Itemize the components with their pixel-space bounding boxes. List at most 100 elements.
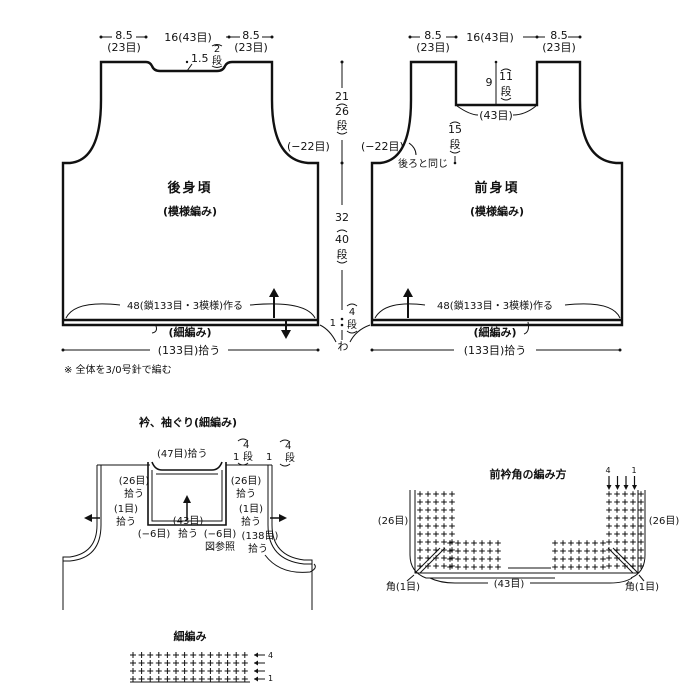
front-left-shoulder-stitches: (23目) [416, 41, 450, 54]
stitch-symbol [487, 556, 493, 562]
stitch-symbol [471, 556, 477, 562]
stitch-symbol [425, 507, 431, 513]
stitch-symbol [606, 515, 612, 521]
stitch-symbol [614, 563, 620, 569]
front-cast-on: 48(鎖133目・3模様)作る [437, 299, 553, 312]
stitch-symbol [552, 564, 558, 570]
stitch-symbol [576, 564, 582, 570]
collar-rows-unit: 段 [243, 450, 253, 463]
stitch-symbol [638, 531, 644, 537]
stitch-symbol [614, 539, 620, 545]
stitch-symbol [241, 668, 248, 674]
stitch-symbol [455, 548, 461, 554]
stitch-symbol [441, 547, 447, 553]
stitch-symbol [417, 555, 423, 561]
stitch-symbol [155, 660, 162, 666]
stitch-symbol [425, 563, 431, 569]
stitch-symbol [606, 547, 612, 553]
stitch-symbol [449, 499, 455, 505]
back-left-shoulder-stitches: (23目) [107, 41, 141, 54]
stitch-symbol [495, 540, 501, 546]
stitch-symbol [417, 491, 423, 497]
stitch-symbol [417, 507, 423, 513]
stitch-symbol [417, 515, 423, 521]
corner-left-stitches: (26目) [378, 516, 409, 527]
armhole-height: 21 [335, 90, 349, 103]
armhole-edge-rows-unit: 段 [285, 451, 295, 464]
stitch-symbol [463, 556, 469, 562]
stitch-symbol [622, 563, 628, 569]
stitch-symbol [173, 652, 179, 658]
stitch-symbol [173, 660, 179, 666]
stitch-symbol [190, 660, 197, 666]
stitch-symbol [441, 499, 447, 505]
stitch-symbol [606, 563, 612, 569]
stitch-symbol [552, 548, 558, 554]
stitch-symbol [216, 668, 222, 674]
stitch-symbol [198, 676, 205, 682]
stitch-symbol [622, 539, 628, 545]
stitch-symbol [425, 531, 431, 537]
stitch-symbol [417, 499, 423, 505]
front-body-stitch: (模様編み) [470, 204, 524, 218]
stitch-symbol [433, 555, 439, 561]
row-arrows [606, 476, 637, 490]
stitch-symbol [207, 652, 214, 658]
stitch-symbol [638, 539, 644, 545]
stitch-symbol [560, 548, 566, 554]
stitch-symbol [130, 652, 136, 658]
stitch-symbol [164, 652, 171, 658]
back-body-title: 後身頃 [167, 180, 212, 196]
stitch-symbol [606, 555, 612, 561]
stitch-symbol [638, 491, 644, 497]
stitch-symbol [173, 668, 179, 674]
front-left-shoulder-width: 8.5 [424, 29, 442, 42]
collar-top-pickup: (47目)拾う [157, 447, 208, 460]
collar-right-corner-stitch: (1目) [239, 504, 263, 515]
stitch-symbol [447, 556, 453, 562]
back-body-piece: 8.5 (23目) 16(43目) 8.5 (23目) 2 段 1.5 (−22… [61, 29, 330, 376]
stitch-symbol [630, 515, 636, 521]
back-neck-rows-bracket [211, 44, 223, 47]
collar-left-side-stitches: (26目) [119, 476, 150, 487]
stitch-symbol [614, 523, 620, 529]
back-armhole-decrease: (−22目) [287, 140, 330, 153]
stitch-symbol [630, 523, 636, 529]
front-right-shoulder-stitches: (23目) [542, 41, 576, 54]
stitch-symbol [638, 523, 644, 529]
stitch-symbol [181, 676, 188, 682]
back-arrow-down-icon [281, 320, 291, 339]
stitch-symbol [241, 676, 248, 682]
stitch-symbol [216, 676, 222, 682]
stitch-symbol [560, 540, 566, 546]
stitch-symbol [441, 507, 447, 513]
stitch-symbol [592, 540, 598, 546]
see-figure-note: 図参照 [205, 540, 235, 553]
stitch-symbol [592, 564, 598, 570]
stitch-symbol [568, 564, 574, 570]
stitch-symbol [433, 499, 439, 505]
loop-label: わ [338, 340, 349, 353]
stitch-symbol [622, 547, 628, 553]
collar-left-decrease: (−6目) [138, 529, 171, 540]
back-arrow-up-icon [269, 288, 279, 318]
armhole-edge-rows-height: 1 [266, 452, 272, 463]
collar-right-corner-pickup: 拾う [241, 515, 261, 528]
stitch-symbol [592, 556, 598, 562]
armhole-pickup-label: 拾う [248, 542, 268, 555]
stitch-symbol [455, 564, 461, 570]
stitch-symbol [138, 668, 145, 674]
stitch-symbol [233, 660, 240, 666]
back-body-outline [61, 60, 320, 327]
corner-stitch-grid [414, 491, 644, 574]
stitch-symbol [630, 531, 636, 537]
stitch-symbol [425, 499, 431, 505]
front-body-outline [370, 60, 624, 327]
stitch-symbol [487, 548, 493, 554]
sc-row-top-label: 4 [268, 651, 273, 660]
stitch-symbol [447, 548, 453, 554]
left-outward-arrow-icon [84, 514, 100, 522]
front-body-piece: 8.5 (23目) 16(43目) 8.5 (23目) 9 11 段 (43目)… [361, 29, 624, 357]
stitch-symbol [495, 548, 501, 554]
stitch-symbol [433, 491, 439, 497]
